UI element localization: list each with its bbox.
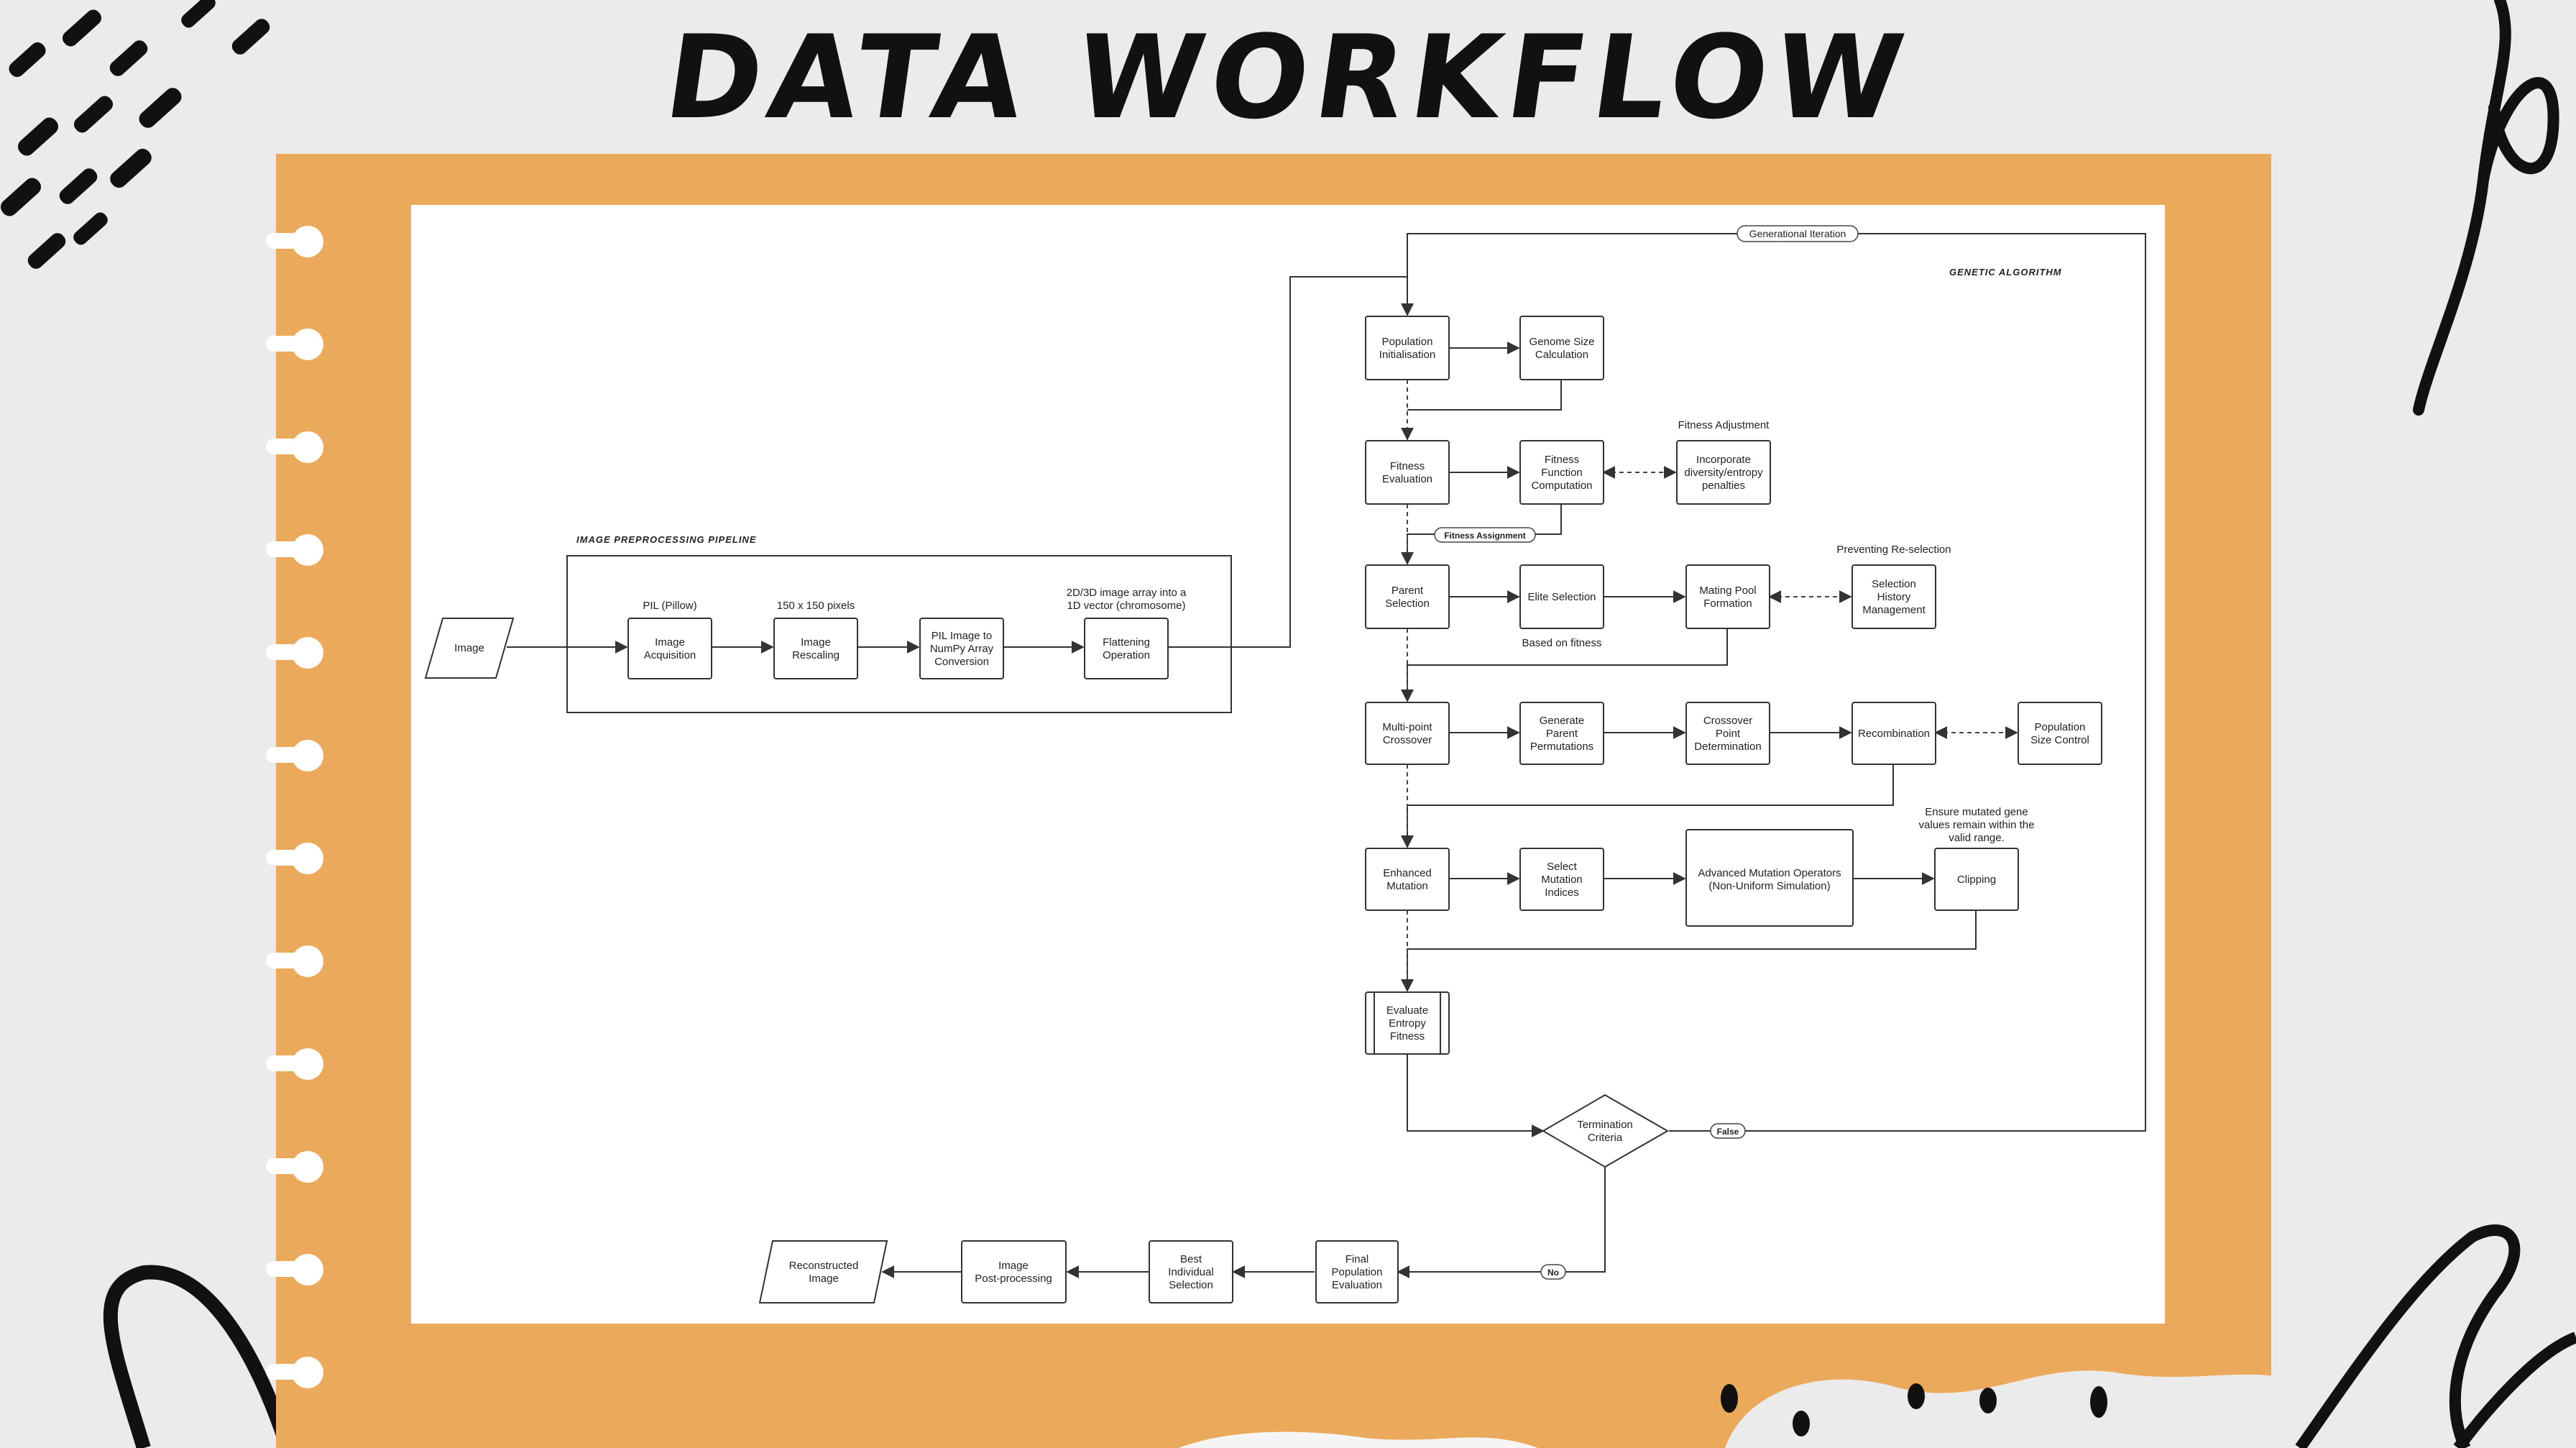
mutation-indices-box	[1519, 848, 1604, 911]
brush-curve-bottom-left	[103, 1265, 295, 1448]
acquisition-box	[627, 618, 712, 679]
workflow-diagram: IMAGE PREPROCESSING PIPELINE GENETIC ALG…	[424, 225, 2146, 1303]
annotation-based-on-fitness: Based on fitness	[1522, 637, 1602, 649]
termination-diamond	[1542, 1094, 1670, 1168]
flattening-box	[1084, 618, 1169, 679]
recombination-box	[1852, 702, 1936, 765]
brush-dots-bottom	[1721, 1383, 2107, 1436]
binder-holes	[266, 226, 323, 1388]
node-advanced-mutation: Advanced Mutation Operators(Non-Uniform …	[1698, 867, 1841, 892]
edge-termination-false	[1401, 233, 2146, 1132]
edge-entropy-termination	[1407, 1054, 1545, 1137]
edge-label-generational: Generational Iteration	[1736, 225, 1859, 242]
edge-label-no: No	[1540, 1264, 1566, 1280]
node-clipping: Clipping	[1957, 874, 1996, 886]
ga-section-title: GENETIC ALGORITHM	[1949, 267, 2062, 278]
permutations-box	[1519, 702, 1604, 765]
entropy-fitness-box	[1365, 991, 1450, 1055]
genome-size-box	[1519, 316, 1604, 380]
advanced-mutation-box	[1685, 829, 1854, 927]
reconstructed-output-shape	[758, 1240, 888, 1303]
torn-paper-fragment	[1179, 1431, 1538, 1448]
image-input-shape	[424, 618, 515, 679]
annotation-preventing-reselection: Preventing Re-selection	[1836, 544, 1951, 556]
brush-loop-top-right	[2413, 0, 2559, 416]
node-elite-selection: Elite Selection	[1527, 591, 1596, 603]
clipping-box	[1934, 848, 2019, 911]
edge-mating-crossover	[1401, 628, 1728, 702]
best-individual-box	[1149, 1240, 1233, 1303]
annotation-fitness-adjustment: Fitness Adjustment	[1678, 419, 1770, 431]
node-image: Image	[454, 642, 484, 654]
edge-label-fitness-assignment: Fitness Assignment	[1434, 527, 1536, 543]
diagram-sheet: IMAGE PREPROCESSING PIPELINE GENETIC ALG…	[411, 205, 2165, 1324]
svg-text:Fitness Assignment: Fitness Assignment	[1444, 531, 1526, 541]
final-evaluation-box	[1315, 1240, 1399, 1303]
node-recombination: Recombination	[1858, 728, 1930, 740]
post-processing-box	[961, 1240, 1067, 1303]
rescaling-box	[773, 618, 858, 679]
parent-selection-box	[1365, 564, 1450, 629]
population-size-box	[2018, 702, 2102, 765]
edge-recombination-mutation	[1401, 764, 1894, 848]
svg-text:No: No	[1547, 1268, 1559, 1278]
selection-history-box	[1852, 564, 1936, 629]
preprocessing-section-title: IMAGE PREPROCESSING PIPELINE	[576, 534, 757, 545]
edge-label-false: False	[1710, 1123, 1746, 1139]
brush-scribble-bottom-right	[2295, 1224, 2576, 1448]
population-init-box	[1365, 316, 1450, 380]
svg-text:Generational Iteration: Generational Iteration	[1749, 228, 1846, 239]
mating-pool-box	[1685, 564, 1770, 629]
fitness-function-box	[1519, 440, 1604, 505]
conversion-box	[919, 618, 1004, 679]
diversity-penalties-box	[1676, 440, 1771, 505]
fitness-eval-box	[1365, 440, 1450, 505]
preprocessing-group	[566, 555, 1232, 713]
crossover-box	[1365, 702, 1450, 765]
annotation-pil: PIL (Pillow)	[643, 600, 696, 612]
brush-dash-marks	[0, 0, 270, 269]
torn-paper-edge	[1725, 1370, 2300, 1448]
annotation-pixels: 150 x 150 pixels	[777, 600, 855, 612]
crossover-point-box	[1685, 702, 1770, 765]
enhanced-mutation-box	[1365, 848, 1450, 911]
edge-termination-no	[1397, 1167, 1606, 1278]
svg-text:False: False	[1717, 1127, 1739, 1137]
edge-genome-back	[1407, 380, 1562, 411]
entropy-subprocess-bars	[1374, 992, 1441, 1054]
elite-selection-box	[1519, 564, 1604, 629]
